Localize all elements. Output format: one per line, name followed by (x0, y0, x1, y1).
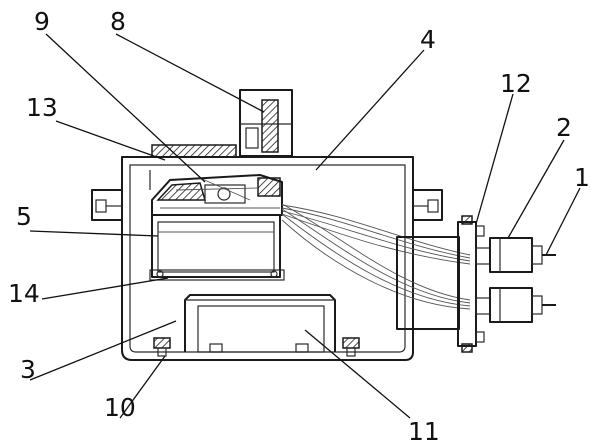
connector-upper (475, 237, 556, 273)
wire-bundle (281, 203, 471, 310)
label-1: 1 (574, 163, 590, 192)
right-flange (413, 189, 443, 221)
reference-numerals: 9 8 4 12 2 1 13 5 14 3 10 11 (8, 7, 590, 444)
label-9: 9 (34, 7, 50, 36)
label-11: 11 (408, 417, 440, 444)
bottom-block (184, 294, 336, 353)
label-5: 5 (16, 202, 32, 231)
connector-lower (475, 287, 556, 323)
left-flange (91, 189, 122, 221)
housing (121, 156, 414, 361)
label-10: 10 (104, 393, 136, 422)
connector-flange (457, 215, 485, 353)
label-12: 12 (500, 69, 532, 98)
cover-plate (151, 144, 237, 158)
base-plate (149, 269, 285, 281)
label-13: 13 (26, 93, 58, 122)
motor-module (151, 214, 281, 278)
label-4: 4 (420, 25, 436, 54)
label-2: 2 (556, 113, 572, 142)
label-14: 14 (8, 279, 40, 308)
top-connector (239, 89, 293, 157)
label-8: 8 (110, 7, 126, 36)
mechanism (151, 174, 283, 216)
bottom-bolts (153, 337, 360, 357)
side-box (396, 236, 460, 330)
label-3: 3 (20, 355, 36, 384)
leader-lines (29, 33, 581, 419)
